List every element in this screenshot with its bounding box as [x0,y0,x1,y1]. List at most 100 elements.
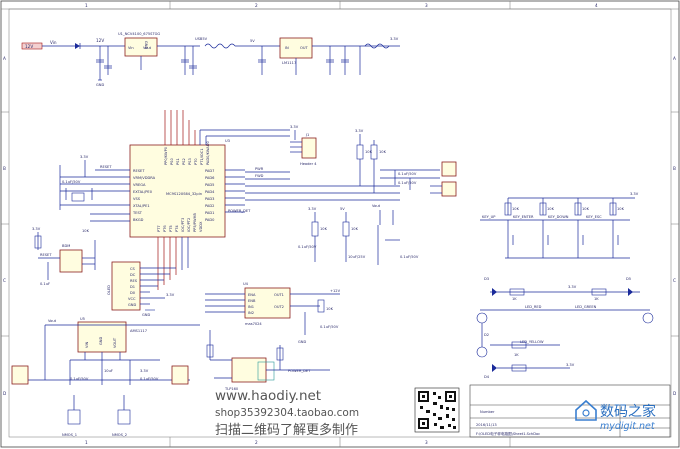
res-value: 10K [365,150,373,154]
watermark-shop: shop35392304.taobao.com [215,407,359,419]
res-value: 10K [351,227,359,231]
key-res: 10K [582,207,590,211]
mcu-pin-label: PAD0/KWAD0 [206,141,210,165]
header-j1: 3.3V J1 Header 4 [290,125,317,166]
connector-j1 [301,137,317,159]
net-vout: Vout [372,204,381,208]
reset-res: 10K [82,229,90,233]
resistor-icon [206,344,214,358]
connector-j3 [441,181,457,197]
connector-j2 [441,161,457,177]
cap-label: 0.1uF/50V [62,180,81,184]
led-d4-icon [492,364,497,372]
resistor-icon [34,235,42,249]
reset-net-label: RESET [40,253,52,257]
v33-label: 3.3V [32,227,41,231]
mcu-pin-label: RESET [133,169,145,173]
led-res: 1K [512,297,517,301]
resistor-icon [356,144,364,160]
mcu-pin-label: IOC/PT2 [187,218,191,232]
net-vin: Vin [50,40,57,45]
transistor-icon [476,346,488,358]
oled-ref: OLED [107,285,111,295]
mcu-pin-label: PAD5 [205,183,214,187]
mcu-u3: U3 MC9S12XS64_32pin RESET VRM/VDDRA VREG… [59,110,400,290]
u2-part: LM1117 [282,61,296,65]
mcu-pin-label: PAD4 [205,190,215,194]
led-green-net: LED_GREEN [575,305,597,309]
power-input-section: 12V Vin 12V GND U1_NCV4100_675STGG Vin V… [21,32,400,87]
resistor-icon [591,288,607,296]
row-label: B [673,166,676,171]
title-number-label: Number [480,410,495,414]
mosfet-pair: NMOS_1 NMOS_2 [62,395,131,437]
u4-part: mas7024 [245,322,262,326]
resistor-icon [311,221,319,237]
col-label: 3 [425,440,428,445]
connector-bdm [59,249,83,273]
net-3v3: 3.3V [390,37,399,41]
mcu-bottom-pins: PT7 PT6 PT5 PT4 IOC/PT3 IOC/PT2 PP5/PWM5… [157,213,203,232]
gnd-label: GND [142,313,150,317]
mcu-pin-label: PS3 [188,158,192,165]
u4-ref: U4 [243,282,249,286]
cap-label: 0.1uF/50V [140,377,159,381]
bdm-label: BDM [62,244,70,248]
mcu-pin-label: PP0/KWP0 [164,146,168,165]
mcu-pin-label: IOC/PT3 [181,218,185,232]
j1-ref: J1 [305,133,309,137]
cap-label: 0.1uF/50V [70,377,89,381]
cap-label: 0.1uF/50V [398,172,417,176]
cap-label: 0.1uF/50V [400,255,419,259]
led-res: 1K [594,297,599,301]
optocoupler-u6: TLP160 POWER_DET [206,330,330,391]
led-d5-icon [628,288,633,296]
res-value: 10K [379,150,387,154]
key-up-label: KEY_UP [482,215,496,219]
net-12v: 12V [96,38,104,43]
mcu-chip [129,144,226,238]
motor-r: 10K [326,307,334,311]
oled-pin: DC [130,273,136,277]
u1-gnd: GND [144,41,148,49]
net-usb5v: USB5V [195,37,208,41]
resistor-icon [504,202,512,216]
key-res: 10K [547,207,555,211]
cap-label: 10uF/25V [348,255,366,259]
u6-net: POWER_DET [288,369,311,373]
mcu-pin-label: PT4 [175,225,179,232]
key-res: 10K [617,207,625,211]
mcu-pin-label: PP5/PWM5 [193,213,197,232]
u5-pin: GND [99,337,103,345]
v33-label: 3.3V [308,207,317,211]
motor-driver-u4: U4 mas7024 ENA ENB IN1 IN2 OUT1 OUT2 +12… [205,282,341,344]
mcu-pin-label: VRM/VDDRA [133,176,156,180]
oled-pin: VCC [128,297,136,301]
u6-part: TLP160 [224,387,239,391]
resistor-icon [574,202,582,216]
cap-label: 10uF [104,369,113,373]
tlp160-chip [231,357,267,383]
row-label: C [673,278,676,283]
u5-ref: U5 [80,317,85,321]
gnd-label: GND [96,83,104,87]
led-ref: D4 [484,375,490,379]
key-esc-label: KEY_ESC [586,215,602,219]
oled-pin: D0 [130,291,136,295]
gnd-label: GND [298,340,306,344]
watermark-scan: 扫描二维码了解更多制作 [215,422,358,438]
resistor-icon [509,288,525,296]
u4-out: OUT1 [274,293,284,297]
oled-connector [111,261,141,311]
u2-out: OUT [300,46,308,50]
oled-pin: RES [130,279,138,283]
mcu-top-pins: PP0/KWP0 PS0 PS1 PS2 PS3 PT0 PT1/IOC1 PA… [164,141,210,165]
led-ref: D5 [626,277,631,281]
key-section: 3.3V 10K 10K 10K 10K KEY_UP KEY_ENTER KE… [480,192,639,259]
net-12v-in: 12V [25,44,33,49]
led-voltage: 3.3V [566,363,575,367]
mcu-pin-label: PAD1 [205,211,214,215]
j1-voltage: 3.3V [290,125,299,129]
u5-part: AMS1117 [130,329,147,333]
